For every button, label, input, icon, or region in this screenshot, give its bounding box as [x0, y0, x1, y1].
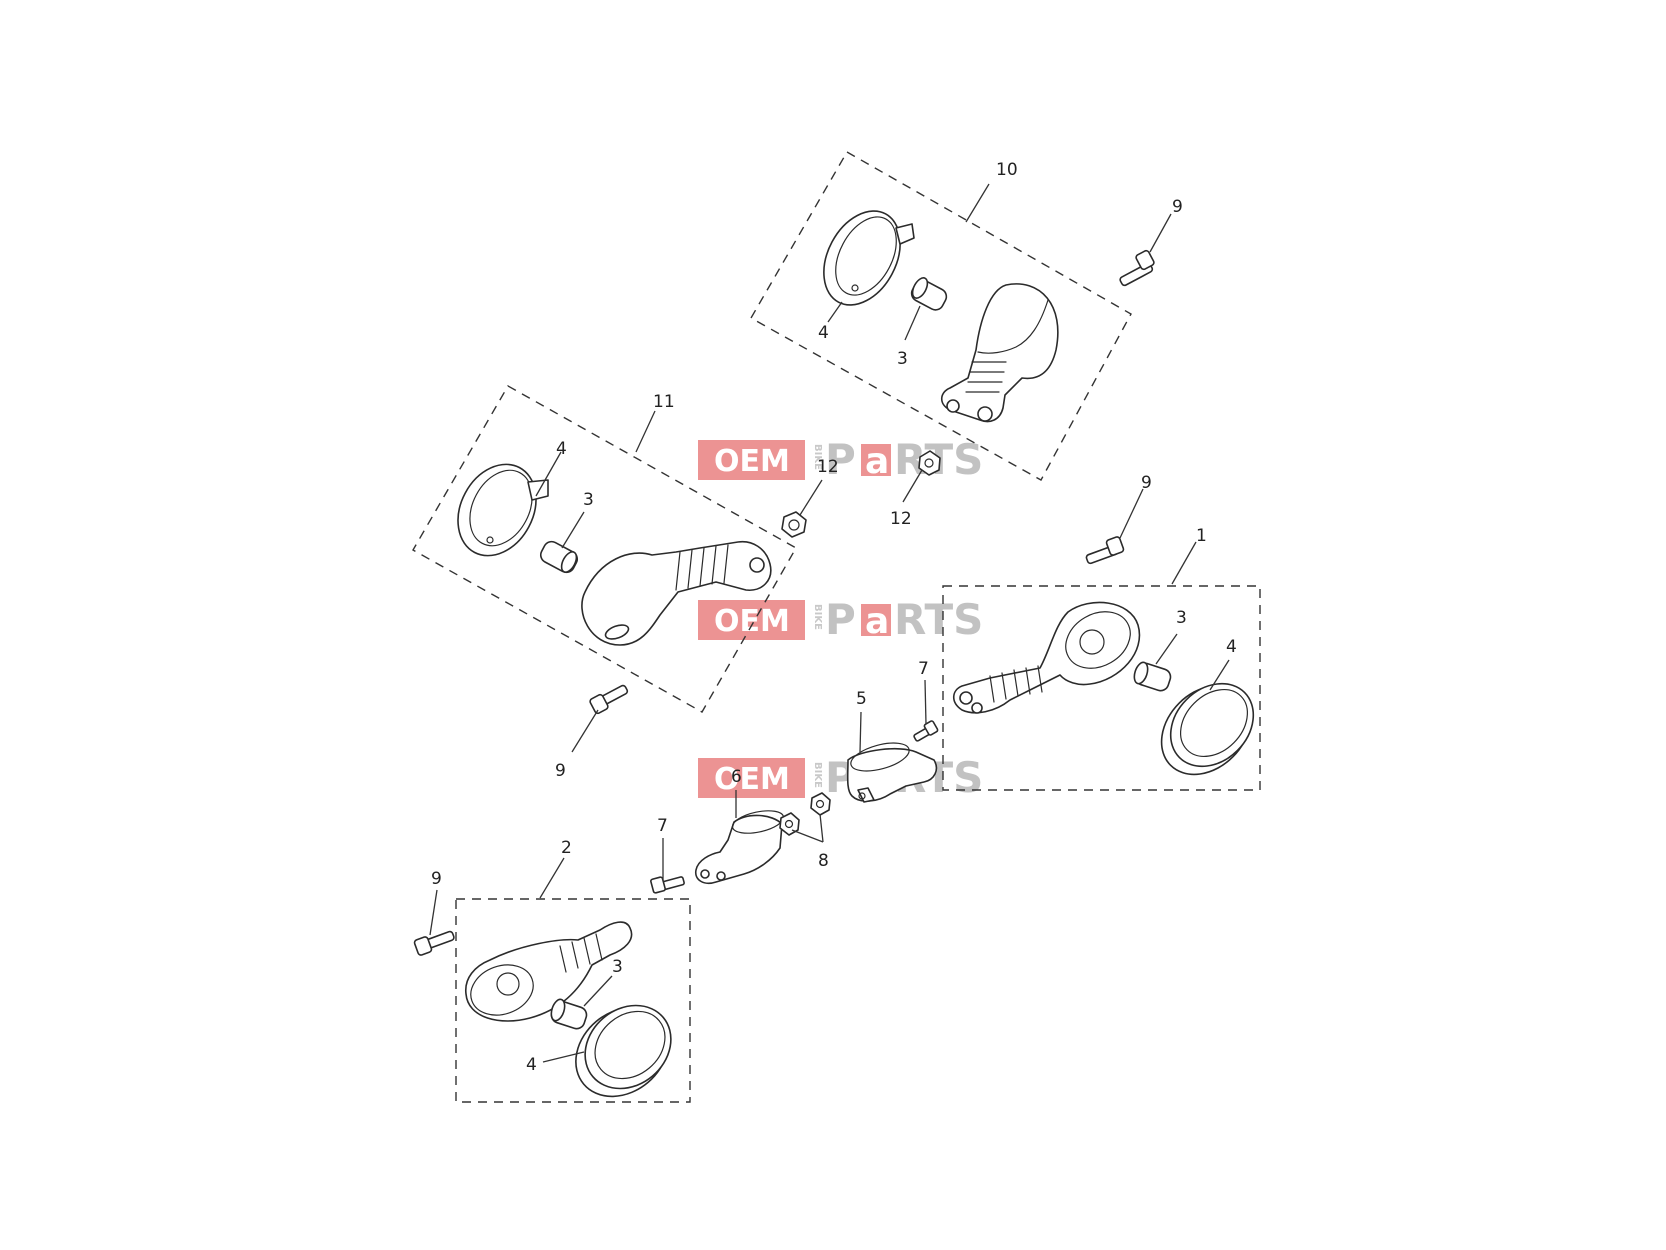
bracket-6 [694, 810, 785, 885]
bulb-3-right [1133, 661, 1172, 692]
assembly-10-boundary [750, 151, 1132, 481]
callout-12-left: 12 [817, 457, 839, 477]
watermark-bike-text: BIKE [812, 444, 823, 470]
bracket-5 [846, 742, 938, 803]
nut-8-upper [810, 792, 831, 816]
callout-9-top: 9 [1172, 197, 1183, 217]
callout-4-left: 4 [556, 439, 567, 459]
assembly-11-boundary [412, 385, 797, 713]
bulb-3-top [910, 277, 948, 311]
callout-labels: 10 9 4 3 11 4 3 12 12 9 1 3 4 7 5 9 6 7 … [431, 160, 1237, 1075]
bulb-3-bottom [550, 998, 588, 1030]
screw-9-mid [1085, 536, 1125, 565]
watermark-bike-text: BIKE [812, 762, 823, 788]
callout-1: 1 [1196, 526, 1207, 546]
bulb-3-left [539, 540, 579, 574]
callout-5: 5 [856, 689, 867, 709]
watermark-oem-text: OEM [714, 762, 790, 797]
indicator-2-body [465, 921, 633, 1022]
callout-12-right: 12 [890, 509, 912, 529]
watermark-oem-text: OEM [714, 604, 790, 639]
indicator-10-lens [823, 210, 915, 306]
indicator-1-body [952, 601, 1141, 714]
callout-10: 10 [996, 160, 1018, 180]
callout-6: 6 [731, 767, 742, 787]
screw-9-top [1119, 249, 1155, 287]
callout-11: 11 [653, 392, 675, 412]
callout-9-left: 9 [555, 761, 566, 781]
assembly-1-boundary [942, 585, 1261, 791]
callout-3-left: 3 [583, 490, 594, 510]
indicator-10-body [940, 283, 1059, 423]
callout-2: 2 [561, 838, 572, 858]
callout-7-left: 7 [657, 816, 668, 836]
callout-9-bottom: 9 [431, 869, 442, 889]
callout-4-right: 4 [1226, 637, 1237, 657]
assembly-2-boundary [455, 898, 691, 1103]
indicator-11-lens [457, 463, 549, 557]
screw-9-bottom [413, 930, 455, 956]
lens-4-right [1160, 682, 1255, 776]
watermark-a-text: a [865, 441, 889, 482]
callout-9-mid: 9 [1141, 473, 1152, 493]
watermark-rts-text: RTS [894, 595, 983, 644]
callout-7-right: 7 [918, 659, 929, 679]
screw-7-right [913, 720, 939, 742]
callout-4-top: 4 [818, 323, 829, 343]
watermark-p-text: P [825, 435, 856, 484]
callout-3-top: 3 [897, 349, 908, 369]
screw-7-left [650, 876, 685, 894]
washer-8-lower [779, 812, 800, 836]
watermark-2: OEM BIKE P a RTS [698, 595, 983, 644]
leader-lines [429, 183, 1230, 1063]
watermark-bike-text: BIKE [812, 604, 823, 630]
lens-4-bottom [575, 1004, 672, 1098]
nut-12-left [781, 511, 807, 538]
nut-12-right [918, 450, 941, 476]
callout-3-right: 3 [1176, 608, 1187, 628]
indicator-11-body [581, 540, 772, 646]
watermark-oem-text: OEM [714, 444, 790, 479]
callout-8: 8 [818, 851, 829, 871]
watermark-a-text: a [865, 601, 889, 642]
screw-9-left [589, 684, 629, 715]
watermark-p-text: P [825, 595, 856, 644]
watermark-1: OEM BIKE P a RTS [698, 435, 983, 484]
callout-3-bottom: 3 [612, 957, 623, 977]
callout-4-bottom: 4 [526, 1055, 537, 1075]
